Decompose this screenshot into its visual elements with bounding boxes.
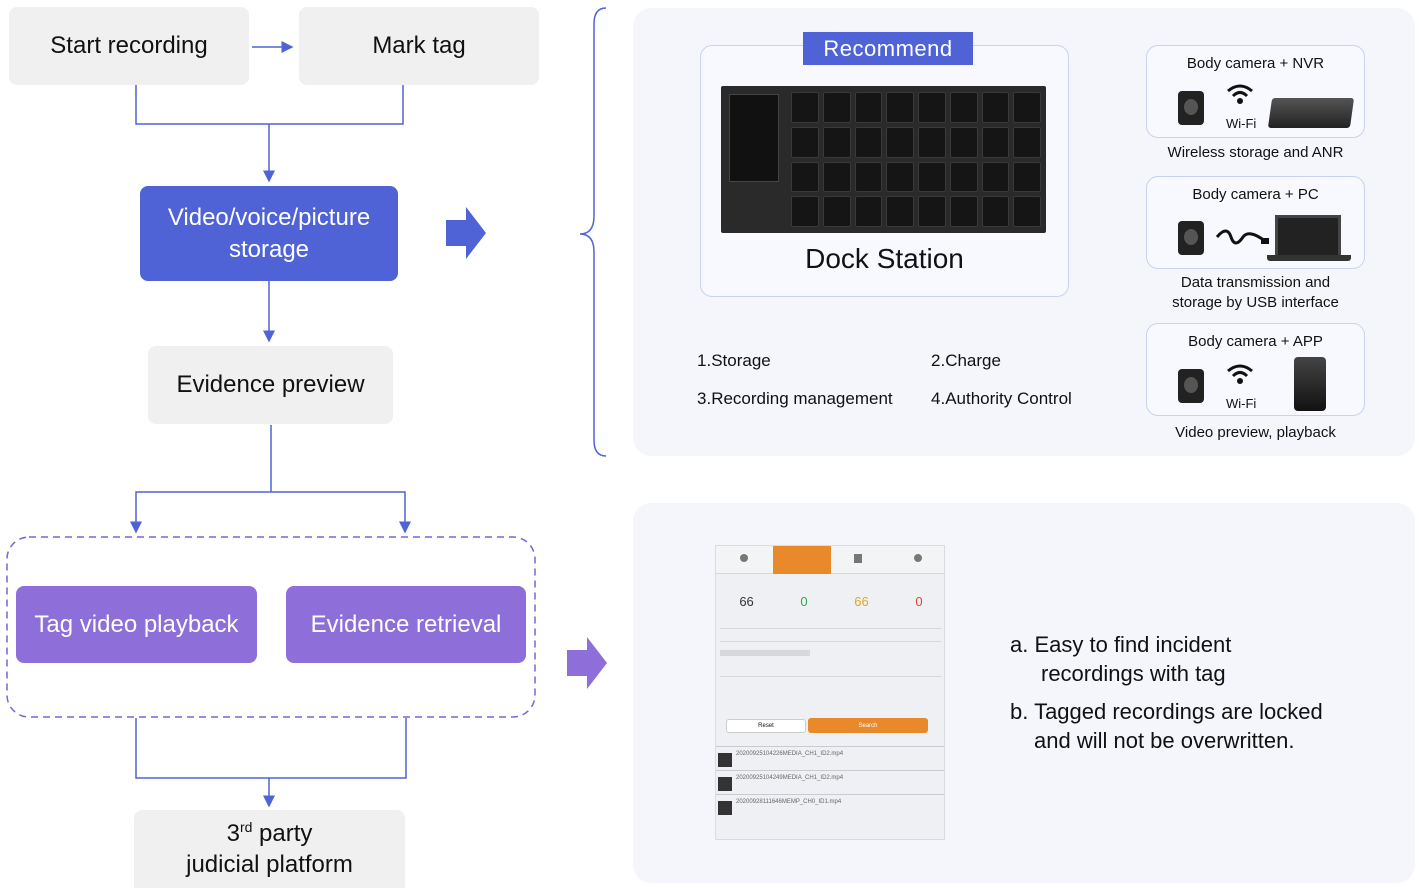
wifi-label: Wi-Fi (1226, 116, 1257, 131)
dock-slot (981, 161, 1010, 193)
dock-station-label: Dock Station (805, 243, 964, 274)
wifi-label: Wi-Fi (1226, 396, 1257, 411)
laptop-base (1267, 255, 1351, 261)
dock-slot (822, 126, 851, 158)
dock-slot (822, 161, 851, 193)
dock-slot (981, 92, 1010, 123)
third-party-label-line2: judicial platform (186, 851, 353, 878)
body-camera-icon (1178, 221, 1204, 255)
tag-video-playback-box: Tag video playback (16, 586, 257, 663)
option-card-app: Body camera + APP Wi-Fi (1146, 323, 1365, 416)
option-nvr-caption: Wireless storage and ANR (1167, 144, 1344, 161)
option-pc-title: Body camera + PC (1192, 186, 1319, 203)
option-pc-caption-line2: storage by USB interface (1172, 293, 1339, 311)
wifi-icon (1225, 82, 1255, 111)
note-a-line2: recordings with tag (1041, 660, 1226, 686)
dock-slot (1013, 126, 1041, 158)
screenshot-counts: 66 0 66 0 (716, 594, 944, 609)
count-failed: 0 (915, 594, 923, 609)
start-recording-box: Start recording (9, 7, 249, 85)
dock-slot (918, 196, 946, 227)
dock-slot (791, 126, 819, 158)
option-pc-caption: Data transmission and storage by USB int… (1146, 273, 1365, 312)
dock-slot (918, 161, 946, 193)
note-a-line1: a. Easy to find incident (1010, 632, 1232, 657)
dock-slot (1013, 161, 1041, 193)
screenshot-row: 20200928111646MEMP_CH0_ID1.mp4 (716, 794, 944, 818)
count-total: 66 (739, 594, 754, 609)
feature-charge: 2.Charge (931, 351, 1001, 370)
smartphone-icon (1294, 357, 1326, 411)
count-uploaded: 0 (800, 594, 808, 609)
screenshot-search-button[interactable]: Search (808, 718, 928, 733)
laptop-icon (1275, 215, 1341, 255)
dock-slot (886, 126, 914, 158)
option-card-pc: Body camera + PC (1146, 176, 1365, 269)
dock-slot (791, 92, 819, 123)
dock-slot (854, 161, 883, 193)
dock-slot (854, 196, 883, 227)
count-not-uploaded: 66 (854, 594, 869, 609)
body-camera-icon (1178, 369, 1204, 403)
recommend-label: Recommend (823, 35, 953, 61)
dock-slot (822, 196, 851, 227)
evidence-retrieval-box: Evidence retrieval (286, 586, 526, 663)
dock-slot (981, 126, 1010, 158)
third-party-label-line1: 3rd party (226, 818, 313, 847)
option-app-title: Body camera + APP (1188, 333, 1323, 350)
dock-slot (791, 196, 819, 227)
dock-station-image (721, 86, 1046, 233)
feature-authority-control: 4.Authority Control (931, 389, 1072, 408)
note-b-line1: b. Tagged recordings are locked (1010, 699, 1323, 724)
note-b: b. Tagged recordings are locked and will… (1010, 698, 1323, 755)
feature-recording-management: 3.Recording management (697, 389, 893, 408)
option-card-nvr: Body camera + NVR Wi-Fi (1146, 45, 1365, 138)
nvr-device-icon (1267, 98, 1355, 128)
evidence-preview-label: Evidence preview (176, 371, 365, 399)
dock-slot (886, 196, 914, 227)
body-camera-icon (1178, 91, 1204, 125)
screenshot-row: 20200925104249MEDIA_CH1_ID2.mp4 (716, 770, 944, 794)
screenshot-active-tab (773, 546, 831, 574)
dock-slot (854, 126, 883, 158)
screenshot-reset-button[interactable]: Reset (726, 719, 806, 733)
mark-tag-box: Mark tag (299, 7, 539, 85)
dock-slot (886, 92, 914, 123)
storage-label-line2: storage (228, 235, 310, 263)
recommend-badge: Recommend (803, 32, 973, 65)
third-party-box: 3rd party judicial platform (134, 810, 405, 888)
dock-slot (918, 92, 946, 123)
option-app-caption: Video preview, playback (1175, 424, 1336, 441)
dock-slot (949, 92, 978, 123)
screenshot-row: 20200925104226MEDIA_CH1_ID2.mp4 (716, 746, 944, 770)
dock-slot (1013, 92, 1041, 123)
storage-label-line1: Video/voice/picture (167, 204, 371, 232)
dock-slot (822, 92, 851, 123)
option-nvr-title: Body camera + NVR (1186, 55, 1325, 72)
dock-slot (949, 161, 978, 193)
dock-slot (949, 196, 978, 227)
dock-slot (1013, 196, 1041, 227)
note-b-line2: and will not be overwritten. (1034, 727, 1295, 753)
option-pc-caption-line1: Data transmission and (1180, 274, 1331, 291)
evidence-preview-box: Evidence preview (148, 346, 393, 424)
dock-slot (949, 126, 978, 158)
note-a: a. Easy to find incident recordings with… (1010, 631, 1231, 688)
feature-storage: 1.Storage (697, 351, 771, 370)
app-screenshot: 66 0 66 0 Reset Search 20200925104226MED… (715, 545, 945, 840)
dock-slot (886, 161, 914, 193)
dock-slot (791, 161, 819, 193)
evidence-retrieval-label: Evidence retrieval (310, 610, 502, 638)
wifi-icon (1225, 362, 1255, 391)
storage-box: Video/voice/picture storage (140, 186, 398, 281)
mark-tag-label: Mark tag (372, 32, 466, 60)
dock-slot (918, 126, 946, 158)
tag-video-playback-label: Tag video playback (34, 610, 239, 638)
start-recording-label: Start recording (50, 32, 208, 60)
usb-cable-icon (1213, 223, 1269, 258)
dock-slot (981, 196, 1010, 227)
dock-slot (854, 92, 883, 123)
